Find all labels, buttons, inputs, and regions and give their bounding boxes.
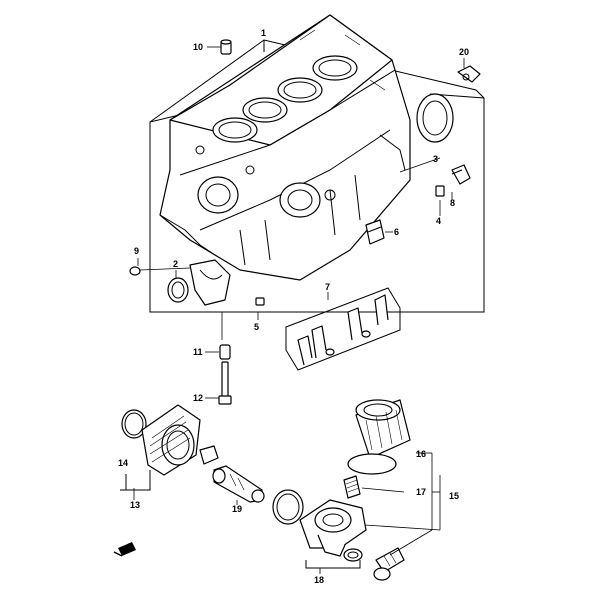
part-4-plug	[435, 185, 445, 197]
rear-oil-seal	[416, 93, 454, 143]
part-18-filter-housing	[299, 499, 367, 562]
cylinder-block	[159, 14, 411, 281]
part-18-frame	[305, 560, 361, 569]
callout-19: 19	[232, 504, 242, 514]
part-5-pin	[255, 297, 265, 306]
callout-labels: 1 10 20 3 8 4 6 9 2 7 5 11 12 14 16 17 1…	[118, 28, 469, 585]
callout-11: 11	[193, 347, 203, 357]
part-16-oil-filter	[347, 399, 411, 475]
callout-1: 1	[261, 28, 266, 38]
callout-7: 7	[325, 282, 330, 292]
part-17-fitting	[343, 475, 361, 499]
callout-9: 9	[134, 246, 139, 256]
part-6-fitting	[365, 219, 385, 245]
callout-17: 17	[416, 487, 426, 497]
part-20-sensor	[457, 65, 481, 83]
callout-6: 6	[394, 227, 399, 237]
part-12-bolt	[218, 361, 232, 405]
part-11-dowel	[219, 344, 231, 360]
callout-3: 3	[433, 154, 438, 164]
part-9-plug	[129, 266, 141, 276]
oil-cooler-frame	[120, 470, 151, 491]
part-13-oil-cooler	[141, 404, 219, 476]
o-ring-large	[272, 489, 304, 525]
callout-15: 15	[449, 491, 459, 501]
callout-20: 20	[459, 47, 469, 57]
callout-4: 4	[436, 216, 441, 226]
relief-valve-bolt	[373, 547, 405, 581]
bearing-cap	[189, 259, 231, 306]
callout-8: 8	[450, 198, 455, 208]
part-19-union-pipe	[212, 465, 265, 503]
part-7-oil-jets	[285, 287, 401, 371]
part-14-o-ring	[121, 409, 147, 439]
callout-2: 2	[173, 259, 178, 269]
leader-lines	[133, 46, 465, 574]
callout-14: 14	[118, 458, 128, 468]
part-8-oil-pressure-switch	[451, 164, 471, 185]
callout-10: 10	[193, 42, 203, 52]
part-2-oil-seal	[167, 277, 189, 303]
callout-5: 5	[254, 322, 259, 332]
callout-18: 18	[314, 575, 324, 585]
part-10-dowel	[220, 39, 232, 55]
callout-12: 12	[193, 393, 203, 403]
callout-13: 13	[130, 500, 140, 510]
callout-16: 16	[416, 449, 426, 459]
front-direction-arrow-icon	[113, 542, 136, 557]
